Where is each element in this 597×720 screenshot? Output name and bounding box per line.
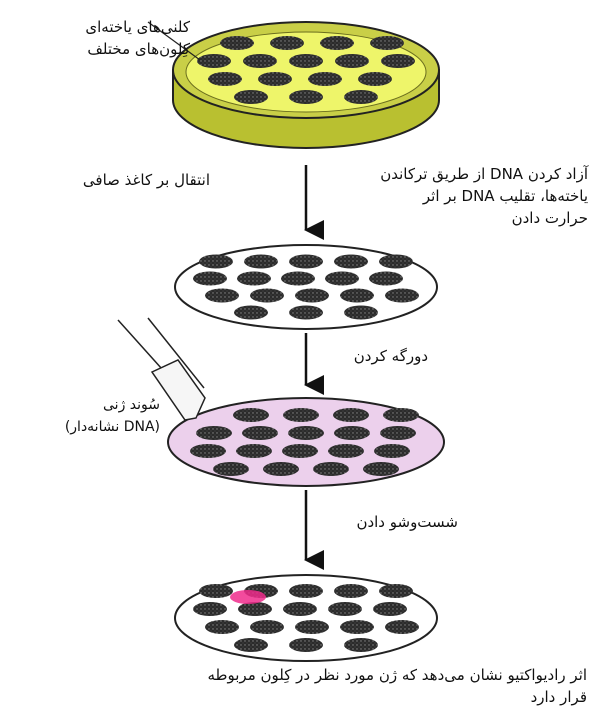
- colony: [242, 426, 278, 440]
- colony: [193, 272, 227, 286]
- colony: [328, 444, 364, 458]
- colony: [250, 620, 284, 634]
- filter-paper-1: [175, 245, 437, 329]
- colony: [283, 602, 317, 616]
- filter-paper-hybridized: [168, 398, 444, 486]
- colony: [295, 620, 329, 634]
- colony: [283, 408, 319, 422]
- probe-label-line2: (DNA نشانه‌دار): [10, 416, 160, 438]
- colonies-label: کلنی‌های یاخته‌ای کِلون‌های مختلف: [10, 16, 190, 60]
- colony: [243, 54, 277, 68]
- colony: [333, 408, 369, 422]
- colony: [313, 462, 349, 476]
- colony: [385, 620, 419, 634]
- colony: [234, 306, 268, 320]
- colony: [385, 289, 419, 303]
- release-label: آزاد کردن DNA از طریق ترکاندن یاخته‌ها، …: [318, 163, 588, 229]
- colony: [270, 36, 304, 50]
- colony: [369, 272, 403, 286]
- colony: [325, 272, 359, 286]
- colony: [334, 584, 368, 598]
- colony: [282, 444, 318, 458]
- colony: [289, 54, 323, 68]
- colonies-label-line2: کِلون‌های مختلف: [10, 38, 190, 60]
- colony: [320, 36, 354, 50]
- colony: [236, 444, 272, 458]
- probe-label-line1: سُوند ژنی: [10, 394, 160, 416]
- colony: [289, 90, 323, 104]
- colony: [379, 584, 413, 598]
- colony: [334, 426, 370, 440]
- colony: [344, 90, 378, 104]
- colony: [196, 426, 232, 440]
- colony: [308, 72, 342, 86]
- colony: [199, 255, 233, 269]
- result-label: اثر رادیواکتیو نشان می‌دهد که ژن مورد نظ…: [10, 664, 587, 708]
- colony: [295, 289, 329, 303]
- colonies-label-line1: کلنی‌های یاخته‌ای: [10, 16, 190, 38]
- colony: [289, 306, 323, 320]
- colony: [250, 289, 284, 303]
- release-label-line3: حرارت دادن: [318, 207, 588, 229]
- hybridize-label: دورگه کردن: [318, 345, 428, 367]
- colony: [281, 272, 315, 286]
- result-label-line1: اثر رادیواکتیو نشان می‌دهد که ژن مورد نظ…: [10, 664, 587, 686]
- radioactive-signal: [230, 590, 266, 604]
- result-label-line2: قرار دارد: [10, 686, 587, 708]
- colony: [205, 620, 239, 634]
- colony: [234, 638, 268, 652]
- colony: [335, 54, 369, 68]
- transfer-label: انتقال بر کاغذ صافی: [40, 169, 210, 191]
- colony: [238, 602, 272, 616]
- colony: [193, 602, 227, 616]
- colony: [237, 272, 271, 286]
- colony: [381, 54, 415, 68]
- colony: [363, 462, 399, 476]
- colony: [383, 408, 419, 422]
- colony: [220, 36, 254, 50]
- filter-paper-result: [175, 575, 437, 661]
- colony: [289, 584, 323, 598]
- wash-label: شست‌وشو دادن: [318, 511, 458, 533]
- colony: [373, 602, 407, 616]
- colony: [334, 255, 368, 269]
- colony: [233, 408, 269, 422]
- colony: [244, 255, 278, 269]
- probe-label: سُوند ژنی (DNA نشانه‌دار): [10, 394, 160, 438]
- colony: [344, 638, 378, 652]
- colony: [263, 462, 299, 476]
- colony: [358, 72, 392, 86]
- release-label-line1: آزاد کردن DNA از طریق ترکاندن: [318, 163, 588, 185]
- colony: [199, 584, 233, 598]
- colony: [289, 638, 323, 652]
- colony: [258, 72, 292, 86]
- colony: [344, 306, 378, 320]
- colony: [213, 462, 249, 476]
- colony: [340, 620, 374, 634]
- release-label-line2: یاخته‌ها، تقلیب DNA بر اثر: [318, 185, 588, 207]
- colony: [197, 54, 231, 68]
- colony: [328, 602, 362, 616]
- colony: [370, 36, 404, 50]
- colony: [205, 289, 239, 303]
- colony: [190, 444, 226, 458]
- colony: [234, 90, 268, 104]
- colony: [374, 444, 410, 458]
- colony: [380, 426, 416, 440]
- colony: [288, 426, 324, 440]
- colony: [340, 289, 374, 303]
- colony: [379, 255, 413, 269]
- colony: [289, 255, 323, 269]
- colony: [208, 72, 242, 86]
- petri-dish: [173, 22, 439, 148]
